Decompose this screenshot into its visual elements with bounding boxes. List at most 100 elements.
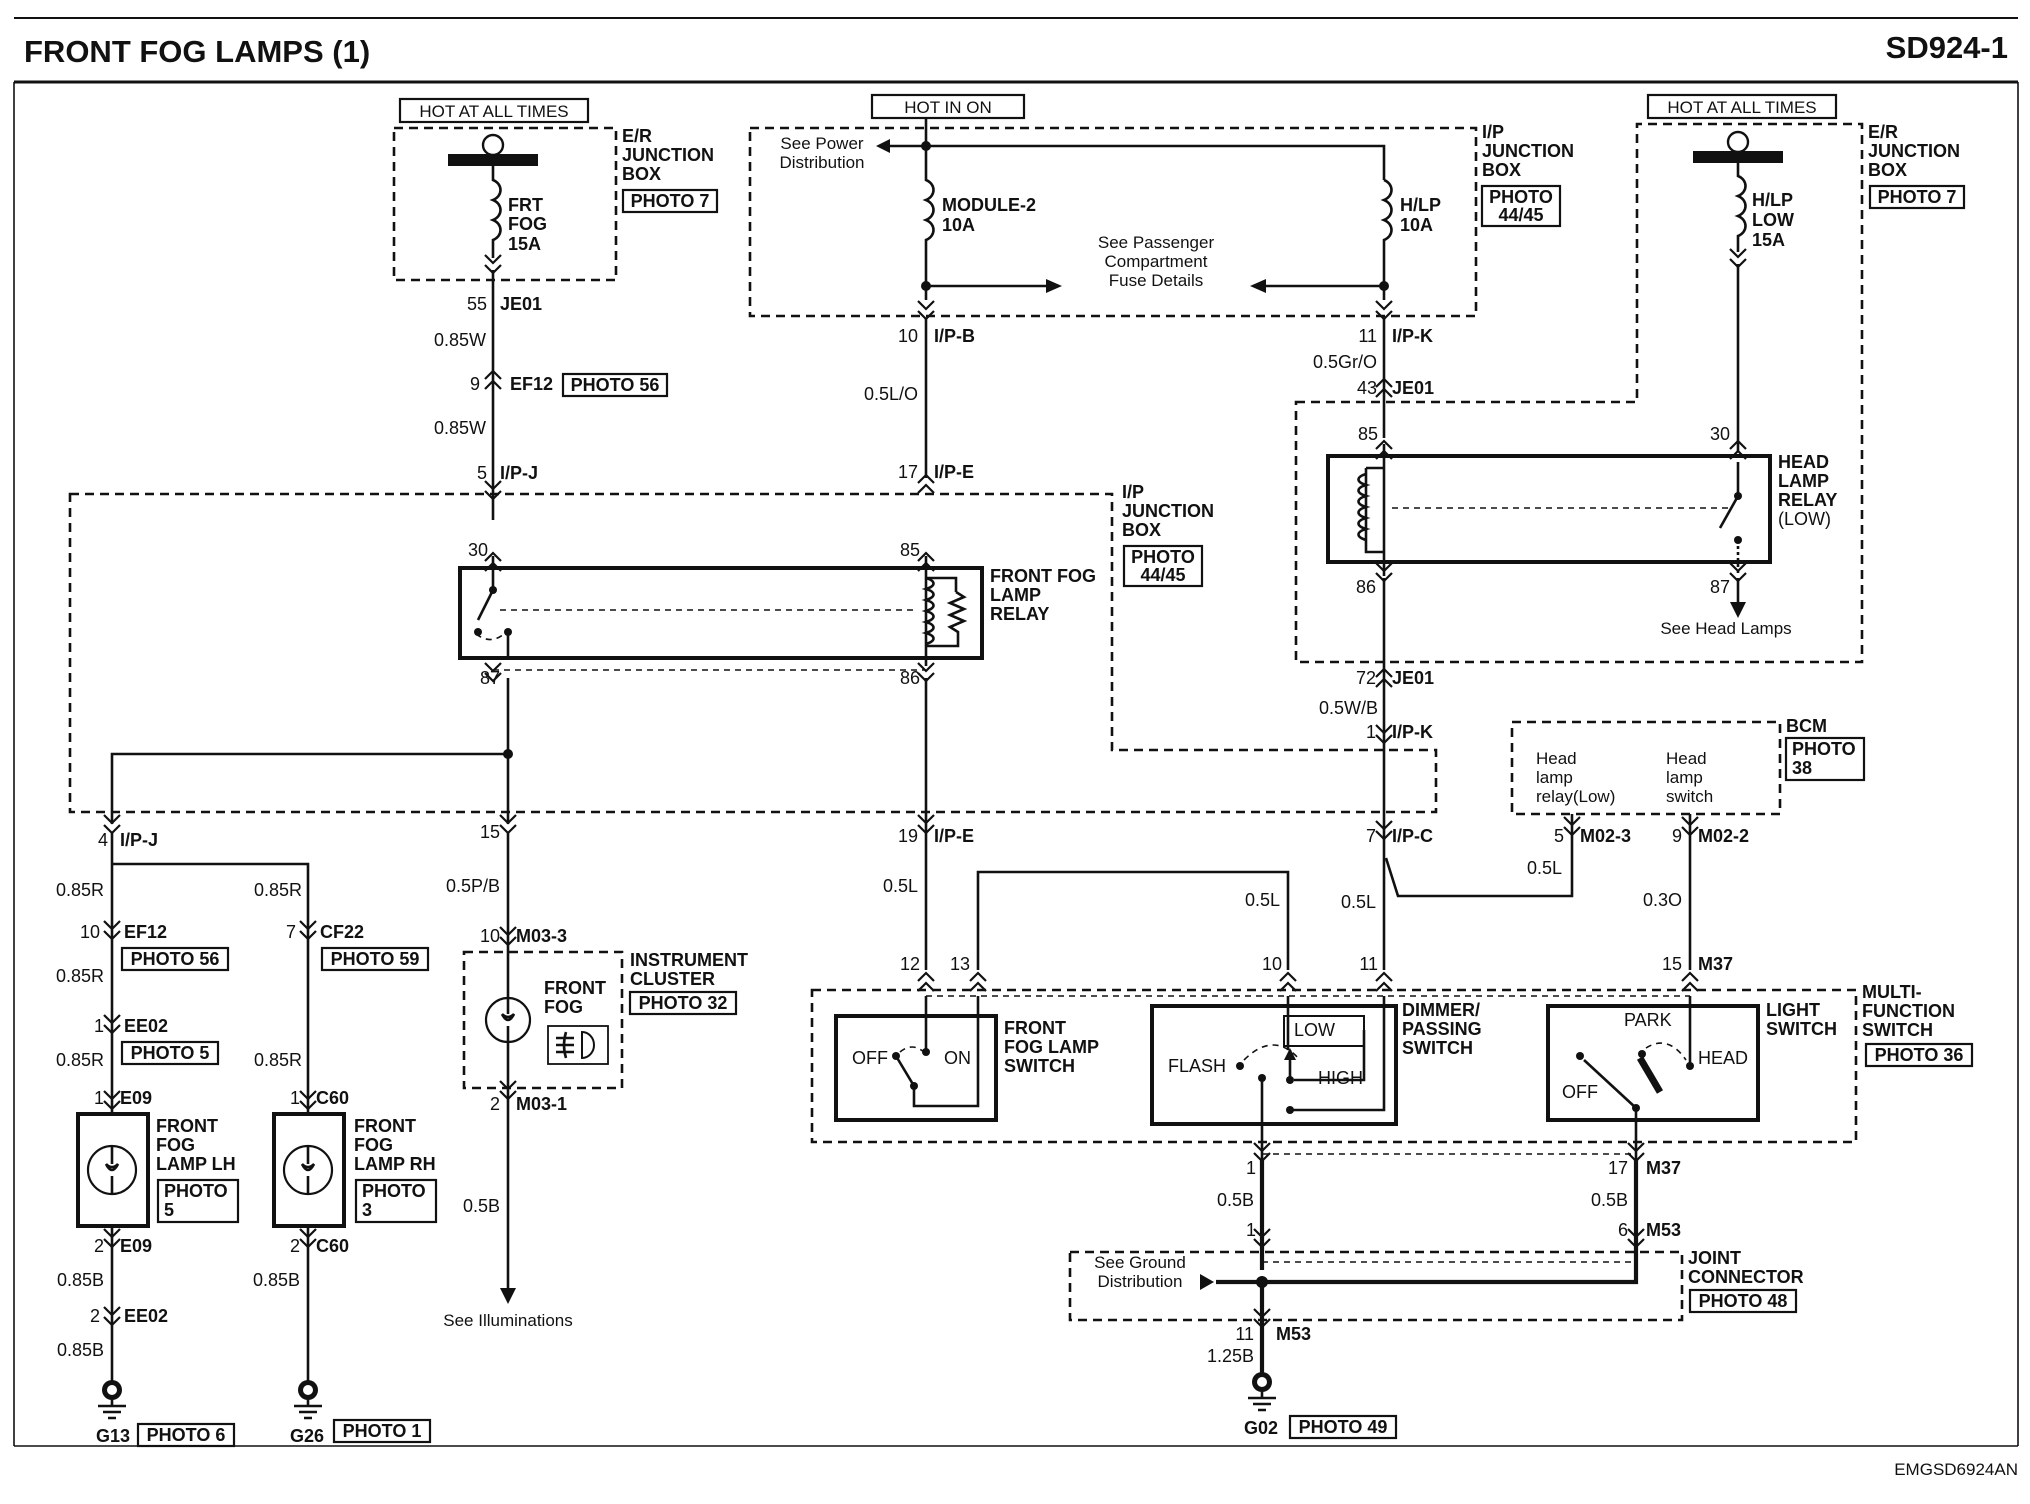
joint-label-l1: JOINT: [1688, 1248, 1741, 1268]
mfs-label-l1: MULTI-: [1862, 982, 1922, 1002]
light-switch-label-l2: SWITCH: [1766, 1019, 1837, 1039]
pin-m37-17: 17: [1608, 1158, 1628, 1178]
wire-05wb: 0.5W/B: [1319, 698, 1378, 718]
conn-je01-43: JE01: [1392, 378, 1434, 398]
hot-at-all-times-left: HOT AT ALL TIMES: [419, 102, 568, 121]
wire-085r-d: 0.85R: [56, 1050, 104, 1070]
fog-relay-label-l2: LAMP: [990, 585, 1041, 605]
fog-switch-off: OFF: [852, 1048, 888, 1068]
wire-085r-c: 0.85R: [56, 966, 104, 986]
relay-pin-86: 86: [900, 668, 920, 688]
cluster-label-l1: INSTRUMENT: [630, 950, 748, 970]
joint-label-l2: CONNECTOR: [1688, 1267, 1804, 1287]
head-lamp-relay-label-l1: HEAD: [1778, 452, 1829, 472]
wire-085r-a: 0.85R: [56, 880, 104, 900]
photo-label: 38: [1792, 758, 1812, 778]
wire-05l-b: 0.5L: [1245, 890, 1280, 910]
pin-je01-72: 72: [1356, 668, 1376, 688]
photo-label: PHOTO 56: [571, 375, 660, 395]
photo-label: PHOTO 56: [131, 949, 220, 969]
fog-switch-on: ON: [944, 1048, 971, 1068]
ip-junction-box-label-l3: BOX: [1122, 520, 1161, 540]
pin-ef12-9: 9: [470, 374, 480, 394]
bcm-label: BCM: [1786, 716, 1827, 736]
ip-junction-box-label-top-l1: I/P: [1482, 122, 1504, 142]
pass-comp-note-l1: See Passenger: [1098, 233, 1215, 252]
sw-pin-10: 10: [1262, 954, 1282, 974]
ip-junction-box-label-top-l3: BOX: [1482, 160, 1521, 180]
ground-dist-note-l1: See Ground: [1094, 1253, 1186, 1272]
power-dist-note-l2: Distribution: [779, 153, 864, 172]
photo-label: PHOTO 59: [331, 949, 420, 969]
bcm-hl-relay-l1: Head: [1536, 749, 1577, 768]
pin-m53-11: 11: [1235, 1324, 1254, 1344]
lamp-rh-label-l3: LAMP RH: [354, 1154, 436, 1174]
pin-m022: 9: [1672, 826, 1682, 846]
photo-label: PHOTO 6: [147, 1425, 226, 1445]
pin-ipj-15: 15: [480, 822, 500, 842]
ip-junction-box-label-l1: I/P: [1122, 482, 1144, 502]
pass-comp-note-l3: Fuse Details: [1109, 271, 1203, 290]
conn-e09-2: E09: [120, 1236, 152, 1256]
lamp-rh-label-l2: FOG: [354, 1135, 393, 1155]
pin-m033: 10: [480, 926, 500, 946]
fog-switch-label-l2: FOG LAMP: [1004, 1037, 1099, 1057]
wire-05l-a: 0.5L: [883, 876, 918, 896]
front-fog-lamp-switch: [834, 1014, 998, 1122]
sw-pin-12: 12: [900, 954, 920, 974]
wire-05lo: 0.5L/O: [864, 384, 918, 404]
photo-label: 3: [362, 1200, 372, 1220]
footer-ref: EMGSD6924AN: [1894, 1460, 2018, 1479]
conn-ipj-4: I/P-J: [120, 830, 158, 850]
fuse-frt-fog-l3: 15A: [508, 234, 541, 254]
conn-je01-55: JE01: [500, 294, 542, 314]
light-switch-park: PARK: [1624, 1010, 1672, 1030]
pin-m53-6: 6: [1618, 1220, 1628, 1240]
photo-label: PHOTO: [1489, 187, 1553, 207]
light-switch-head: HEAD: [1698, 1048, 1748, 1068]
pin-ef12-10: 10: [80, 922, 100, 942]
dimmer-low: LOW: [1294, 1020, 1335, 1040]
wire-05l-c: 0.5L: [1341, 892, 1376, 912]
conn-e09-1: E09: [120, 1088, 152, 1108]
page-title: FRONT FOG LAMPS (1): [24, 34, 370, 69]
light-switch-label-l1: LIGHT: [1766, 1000, 1820, 1020]
ip-junction-box-label-l2: JUNCTION: [1122, 501, 1214, 521]
wire-05l-d: 0.5L: [1527, 858, 1562, 878]
conn-m37-15: M37: [1698, 954, 1733, 974]
head-lamp-relay-label-l3: RELAY: [1778, 490, 1837, 510]
pin-ee02-2: 2: [90, 1306, 100, 1326]
relay-pin-30: 30: [468, 540, 488, 560]
conn-ee02-1: EE02: [124, 1016, 168, 1036]
conn-m033: M03-3: [516, 926, 567, 946]
lamp-lh-label-l3: LAMP LH: [156, 1154, 236, 1174]
bcm-hl-switch-l3: switch: [1666, 787, 1713, 806]
ip-junction-box-label-top-l2: JUNCTION: [1482, 141, 1574, 161]
er-junction-box-right-l2: JUNCTION: [1868, 141, 1960, 161]
dimmer-label-l1: DIMMER/: [1402, 1000, 1480, 1020]
er-junction-box-label-l3: BOX: [622, 164, 661, 184]
lamp-lh-label-l2: FOG: [156, 1135, 195, 1155]
wire-085w-a: 0.85W: [434, 330, 486, 350]
conn-cf22-7: CF22: [320, 922, 364, 942]
photo-label: PHOTO 32: [639, 993, 728, 1013]
fuse-frt-fog-l1: FRT: [508, 195, 543, 215]
conn-m53-6: M53: [1646, 1220, 1681, 1240]
fog-indicator-icon: [547, 1025, 609, 1065]
sw-pin-13: 13: [950, 954, 970, 974]
pass-comp-note-l2: Compartment: [1105, 252, 1208, 271]
ground-g13: [98, 1380, 126, 1420]
conn-m53-11: M53: [1276, 1324, 1311, 1344]
wire-085r-e: 0.85R: [254, 1050, 302, 1070]
lamp-rh-label-l1: FRONT: [354, 1116, 416, 1136]
fog-relay-label-l1: FRONT FOG: [990, 566, 1096, 586]
conn-ipj-5: I/P-J: [500, 463, 538, 483]
conn-ipe-17: I/P-E: [934, 462, 974, 482]
pin-m023: 5: [1554, 826, 1564, 846]
photo-label: PHOTO 36: [1875, 1045, 1964, 1065]
photo-label: PHOTO 5: [131, 1043, 210, 1063]
wire-085r-b: 0.85R: [254, 880, 302, 900]
conn-m022: M02-2: [1698, 826, 1749, 846]
photo-label: PHOTO: [362, 1181, 426, 1201]
wire-085b-b: 0.85B: [253, 1270, 300, 1290]
